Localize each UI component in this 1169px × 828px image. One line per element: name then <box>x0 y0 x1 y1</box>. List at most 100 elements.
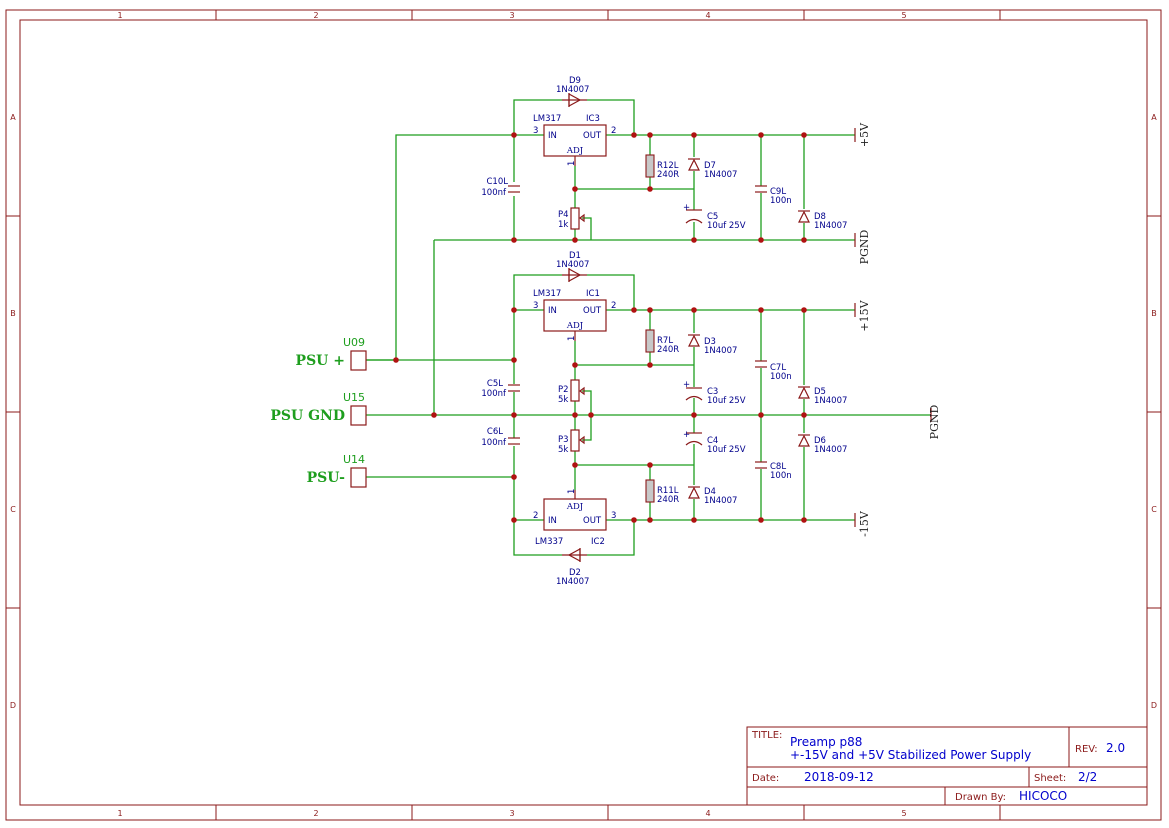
row-label: C <box>1151 505 1157 514</box>
resistor-ref: R11L <box>657 486 679 496</box>
diode-d9: D9 1N4007 <box>556 76 589 108</box>
power-flag-plus-5v: +5V <box>854 122 871 147</box>
power-flag-minus-15v: -15V <box>854 510 871 537</box>
diode-d1: D1 1N4007 <box>556 251 589 283</box>
connector-ref: U09 <box>343 336 365 349</box>
col-label: 1 <box>117 809 122 818</box>
cap-value: 100nf <box>481 188 507 198</box>
regulator-ref: IC3 <box>586 114 600 124</box>
potentiometer-p3: P3 5k <box>558 429 585 455</box>
sheet-value: 2/2 <box>1078 770 1097 784</box>
power-flag-pgnd-top: PGND <box>854 230 871 265</box>
junctions <box>393 132 807 523</box>
resistor-r11l: R11L 240R <box>645 479 679 505</box>
regulator-ic1: LM317 IC1 IN OUT ADJ 3 2 1 <box>533 289 616 341</box>
cap-value: 10uf 25V <box>707 445 746 455</box>
sheet-frame: 1 2 3 4 5 1 2 3 4 5 A B C D A B C D <box>5 9 1162 821</box>
pot-ref: P3 <box>558 435 569 445</box>
capacitor-c3: + C3 10uf 25V <box>683 380 746 406</box>
resistor-value: 240R <box>657 345 679 355</box>
connector-label: PSU GND <box>270 408 345 424</box>
cap-ref: C4 <box>707 436 718 446</box>
connector-u09: U09 PSU + <box>296 336 367 371</box>
diode-value: 1N4007 <box>814 445 847 455</box>
pin-label: IN <box>548 306 557 316</box>
diode-d2: D2 1N4007 <box>556 547 589 587</box>
row-label: B <box>1151 309 1157 318</box>
power-flag-label: +15V <box>858 299 871 331</box>
cap-value: 100n <box>770 196 792 206</box>
drawn-by-value: HICOCO <box>1019 789 1067 803</box>
pin-label: IN <box>548 516 557 526</box>
diode-ref: D1 <box>569 251 581 261</box>
diode-ref: D4 <box>704 487 716 497</box>
row-label: B <box>10 309 16 318</box>
title-line-2: +-15V and +5V Stabilized Power Supply <box>790 748 1031 762</box>
sheet-label: Sheet: <box>1034 773 1066 784</box>
cap-ref: C10L <box>487 177 509 187</box>
power-flag-label: -15V <box>858 510 871 537</box>
pot-value: 5k <box>558 395 568 405</box>
cap-ref: C9L <box>770 187 786 197</box>
connector-label: PSU- <box>307 470 346 486</box>
cap-value: 100n <box>770 471 792 481</box>
date-value: 2018-09-12 <box>804 770 874 784</box>
row-label: D <box>10 701 16 710</box>
diode-value: 1N4007 <box>814 396 847 406</box>
capacitor-c7l: C7L 100n <box>755 360 792 382</box>
col-label: 5 <box>901 11 906 20</box>
pin-number: 1 <box>567 161 577 166</box>
capacitor-c9l: C9L 100n <box>755 185 792 206</box>
capacitor-c8l: C8L 100n <box>755 461 792 481</box>
pin-label: ADJ <box>566 146 584 156</box>
date-label: Date: <box>752 773 779 784</box>
col-label: 5 <box>901 809 906 818</box>
pin-label: ADJ <box>566 321 584 331</box>
resistor-value: 240R <box>657 495 679 505</box>
pin-label: IN <box>548 131 557 141</box>
diode-ref: D9 <box>569 76 581 86</box>
connector-ref: U15 <box>343 391 365 404</box>
pin-number: 3 <box>533 126 538 136</box>
pin-number: 2 <box>611 301 616 311</box>
regulator-ref: IC1 <box>586 289 600 299</box>
diode-d8: D8 1N4007 <box>798 210 847 231</box>
diode-ref: D5 <box>814 387 826 397</box>
diode-d7: D7 1N4007 <box>688 158 737 180</box>
row-label: A <box>10 113 16 122</box>
potentiometer-p2: P2 5k <box>558 379 585 405</box>
connector-ref: U14 <box>343 453 365 466</box>
col-label: 4 <box>705 11 710 20</box>
resistor-r12l: R12L 240R <box>645 154 679 180</box>
cap-ref: C7L <box>770 363 786 373</box>
title-label: TITLE: <box>751 730 782 741</box>
capacitor-c6l: C6L 100nf <box>481 427 520 448</box>
diode-ref: D2 <box>569 568 581 578</box>
pin-number: 3 <box>533 301 538 311</box>
polarity-plus: + <box>683 380 690 390</box>
diode-ref: D3 <box>704 337 716 347</box>
capacitor-c4: + C4 10uf 25V <box>683 430 746 455</box>
power-flag-plus-15v: +15V <box>854 299 871 332</box>
regulator-part: LM337 <box>535 537 563 547</box>
rev-label: REV: <box>1075 744 1098 755</box>
col-label: 4 <box>705 809 710 818</box>
pin-number: 2 <box>533 511 538 521</box>
row-label: C <box>10 505 16 514</box>
power-flag-label: PGND <box>858 230 871 265</box>
pin-number: 3 <box>611 511 616 521</box>
diode-ref: D6 <box>814 436 826 446</box>
rev-value: 2.0 <box>1106 741 1125 755</box>
polarity-plus: + <box>683 203 690 213</box>
pin-number: 1 <box>567 489 577 494</box>
pot-ref: P2 <box>558 385 569 395</box>
cap-ref: C5L <box>487 379 503 389</box>
pin-number: 1 <box>567 336 577 341</box>
cap-ref: C3 <box>707 387 718 397</box>
resistor-ref: R12L <box>657 161 679 171</box>
diode-d6: D6 1N4007 <box>798 434 847 455</box>
diode-value: 1N4007 <box>556 577 589 587</box>
diode-d4: D4 1N4007 <box>688 486 737 506</box>
connector-u15: U15 PSU GND <box>270 391 367 426</box>
cap-value: 100n <box>770 372 792 382</box>
